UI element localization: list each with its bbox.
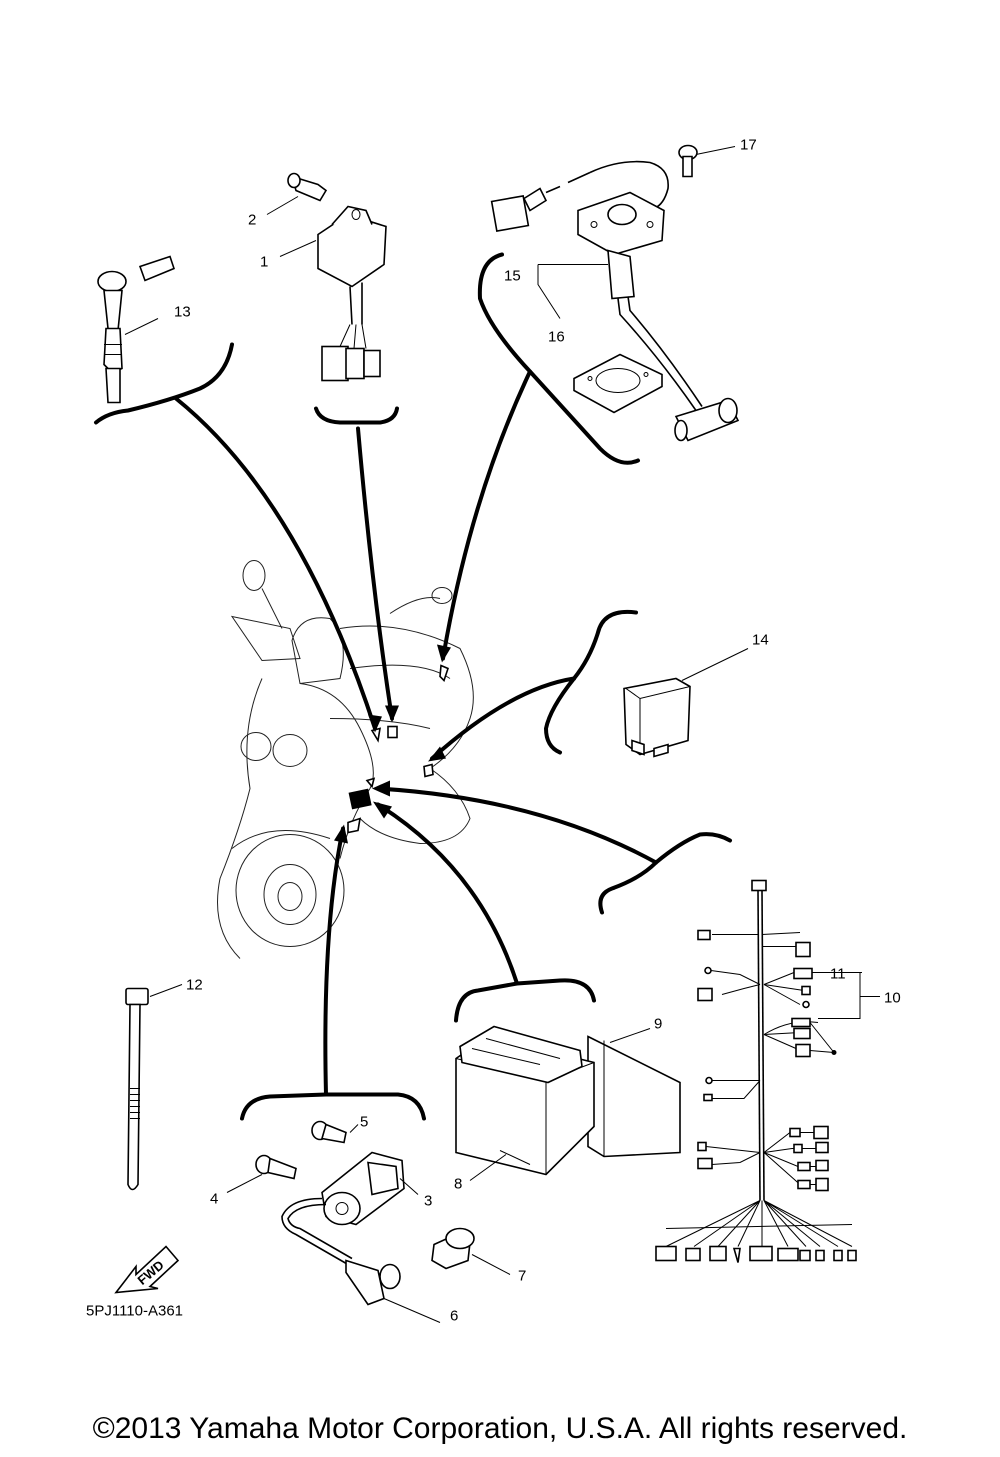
callout-7: 7 xyxy=(518,1268,526,1285)
callout-6: 6 xyxy=(450,1308,458,1325)
callout-17: 17 xyxy=(740,137,757,154)
callout-1: 1 xyxy=(260,254,268,271)
callout-3: 3 xyxy=(424,1193,432,1210)
callout-5: 5 xyxy=(360,1114,368,1131)
callout-numbers: 1 2 3 4 5 6 7 8 9 10 11 12 13 14 15 16 1… xyxy=(174,137,901,1325)
callout-9: 9 xyxy=(654,1016,662,1033)
callout-2: 2 xyxy=(248,212,256,229)
callout-13: 13 xyxy=(174,304,191,321)
callout-14: 14 xyxy=(752,632,769,649)
callout-8: 8 xyxy=(454,1176,462,1193)
scooter-outline xyxy=(217,560,474,959)
copyright-notice: ©2013 Yamaha Motor Corporation, U.S.A. A… xyxy=(92,1412,908,1445)
part-8-9-drawing xyxy=(455,1025,681,1181)
callout-15: 15 xyxy=(504,268,521,285)
callout-10: 10 xyxy=(884,990,901,1007)
part-15-16-17-drawing xyxy=(490,144,740,442)
part-10-11-drawing xyxy=(655,879,880,1263)
group-brackets xyxy=(94,252,732,1121)
part-14-drawing xyxy=(623,648,749,758)
part-13-drawing xyxy=(97,255,175,404)
callout-16: 16 xyxy=(548,329,565,346)
callout-11: 11 xyxy=(830,966,846,983)
part-12-drawing xyxy=(125,984,183,1191)
part-3-7-drawing xyxy=(226,1120,511,1323)
fwd-direction-arrow: FWD xyxy=(114,1245,180,1294)
leader-lines xyxy=(174,369,658,1097)
drawing-code: 5PJ1110-A361 xyxy=(86,1303,183,1320)
callout-4: 4 xyxy=(210,1191,218,1208)
callout-12: 12 xyxy=(186,977,203,994)
part-1-2-drawing xyxy=(266,172,387,382)
scooter-mounted-parts xyxy=(347,664,449,834)
